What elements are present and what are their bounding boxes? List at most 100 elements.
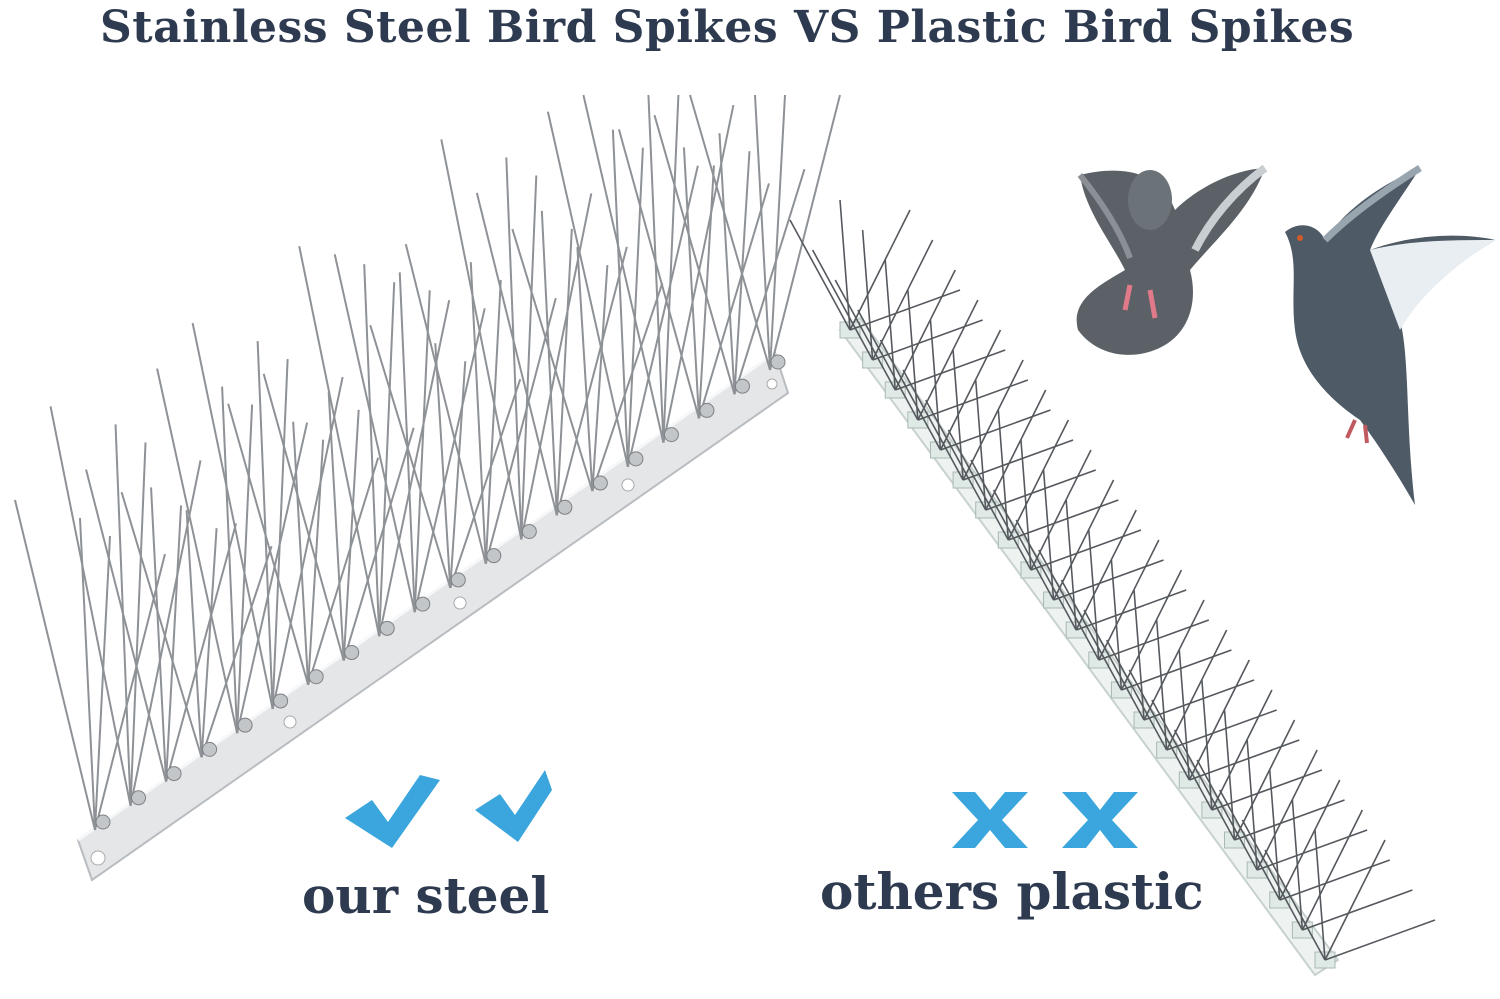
x-icon <box>952 792 1028 848</box>
plastic-spike-wire <box>925 399 987 511</box>
rivet <box>521 523 537 539</box>
rivet <box>592 475 608 491</box>
rivet <box>450 572 466 588</box>
steel-spike-wire <box>697 183 770 419</box>
plastic-spike-wire <box>1256 749 1318 871</box>
plastic-spike-wire <box>894 269 956 391</box>
steel-caption: our steel <box>302 866 550 925</box>
steel-spike-wire <box>94 535 111 831</box>
steel-spike-wire <box>662 94 680 443</box>
plastic-spike-wire <box>1268 769 1281 901</box>
steel-spike-wire <box>769 94 841 371</box>
rivet <box>273 693 289 709</box>
steel-spike-wire <box>540 210 558 516</box>
steel-spike-wire <box>718 133 736 395</box>
plastic-spike-wire <box>1301 809 1364 931</box>
rivet <box>95 814 111 830</box>
steel-spike-wire <box>14 499 96 831</box>
steel-spike-wire <box>591 265 609 492</box>
steel-spike-wire <box>85 469 168 782</box>
steel-spike-wire <box>769 94 786 371</box>
rivet <box>663 427 679 443</box>
plastic-spike-wire <box>1219 789 1281 901</box>
plastic-spike-wire <box>962 359 1024 481</box>
steel-spike-wire <box>484 297 557 564</box>
steel-spike-wire <box>617 129 700 419</box>
steel-base-strip <box>76 351 790 882</box>
plastic-spike-wire <box>789 219 851 331</box>
plastic-spike-wire <box>1324 839 1386 961</box>
plastic-spike-wire <box>1241 819 1304 931</box>
plastic-spike-wire <box>1083 609 1145 721</box>
steel-spike-wire <box>129 442 147 806</box>
steel-spike-wire <box>191 322 274 710</box>
plastic-spike-wire <box>1133 589 1145 721</box>
plastic-spike-wire <box>970 459 1032 571</box>
plastic-spike-wire <box>1020 439 1032 571</box>
rivet <box>308 669 324 685</box>
plastic-spike-wire <box>871 239 934 361</box>
steel-spike-wire <box>689 94 771 371</box>
steel-spike-wire <box>271 359 289 709</box>
plastic-spike-wire <box>1105 639 1168 751</box>
steel-spike-wire <box>369 324 452 589</box>
plastic-spike-wire <box>974 379 987 511</box>
steel-spike-wire <box>653 114 736 395</box>
steel-spike-wire <box>327 391 345 661</box>
steel-spike-wire <box>256 341 274 709</box>
plastic-spike-wire <box>1188 659 1251 781</box>
steel-spike-wire <box>511 228 594 492</box>
plastic-spike-wire <box>1120 569 1183 691</box>
steel-spike-wire <box>611 129 629 467</box>
mount-hole <box>766 378 778 390</box>
x-icon <box>1062 792 1138 848</box>
mount-hole <box>283 715 297 729</box>
steel-spike-wire <box>413 290 431 613</box>
plastic-spike-wire <box>1211 689 1273 811</box>
plastic-spike-wire <box>1155 619 1168 751</box>
plastic-spike-wire <box>1302 889 1413 931</box>
plastic-spike-wire <box>1052 479 1115 601</box>
plastic-spike-wire <box>1246 739 1258 871</box>
steel-spike-wires <box>14 94 841 831</box>
rivet <box>166 766 182 782</box>
plastic-spike-wire <box>1233 719 1296 841</box>
rivet <box>628 451 644 467</box>
plastic-spike-wire <box>902 369 964 481</box>
page-title: Stainless Steel Bird Spikes VS Plastic B… <box>100 2 1355 53</box>
steel-spike-wire <box>582 94 665 443</box>
steel-spike-wire <box>398 272 416 613</box>
steel-spike-wire <box>200 545 273 758</box>
rivet <box>486 548 502 564</box>
plastic-spike-wire <box>857 309 919 421</box>
steel-spike-wire <box>546 111 629 468</box>
steel-spike-wire <box>342 409 360 661</box>
plastic-spike-wire <box>884 259 897 391</box>
pigeon-right <box>1285 165 1495 505</box>
plastic-spike-wire <box>984 389 1047 511</box>
plastic-spike-wire <box>1038 549 1100 661</box>
plastic-spike-wire <box>1165 629 1228 751</box>
plastic-spike-wire <box>929 319 942 451</box>
plastic-spike-wire <box>1060 579 1123 691</box>
plastic-spike-wire <box>879 339 942 451</box>
rivet <box>379 620 395 636</box>
steel-spike-wire <box>754 94 771 371</box>
plastic-spike-wire <box>1088 529 1100 661</box>
plastic-x-marks <box>952 792 1138 848</box>
plastic-spike-wire <box>1015 519 1077 631</box>
plastic-spike-wire <box>1110 559 1123 691</box>
plastic-caption: others plastic <box>820 862 1204 921</box>
plastic-spike-wire <box>992 489 1055 601</box>
steel-spike-wire <box>292 421 310 685</box>
rivet <box>344 645 360 661</box>
steel-spike-wire <box>342 427 415 661</box>
plastic-spike-wire <box>849 209 911 331</box>
plastic-spike-wire <box>1173 729 1236 841</box>
plastic-spike-wire <box>1314 829 1326 961</box>
plastic-spike-wire <box>1264 849 1326 961</box>
plastic-spike-wire <box>1030 449 1092 571</box>
steel-spike-wire <box>413 308 486 613</box>
steel-spike-wire <box>555 246 628 516</box>
